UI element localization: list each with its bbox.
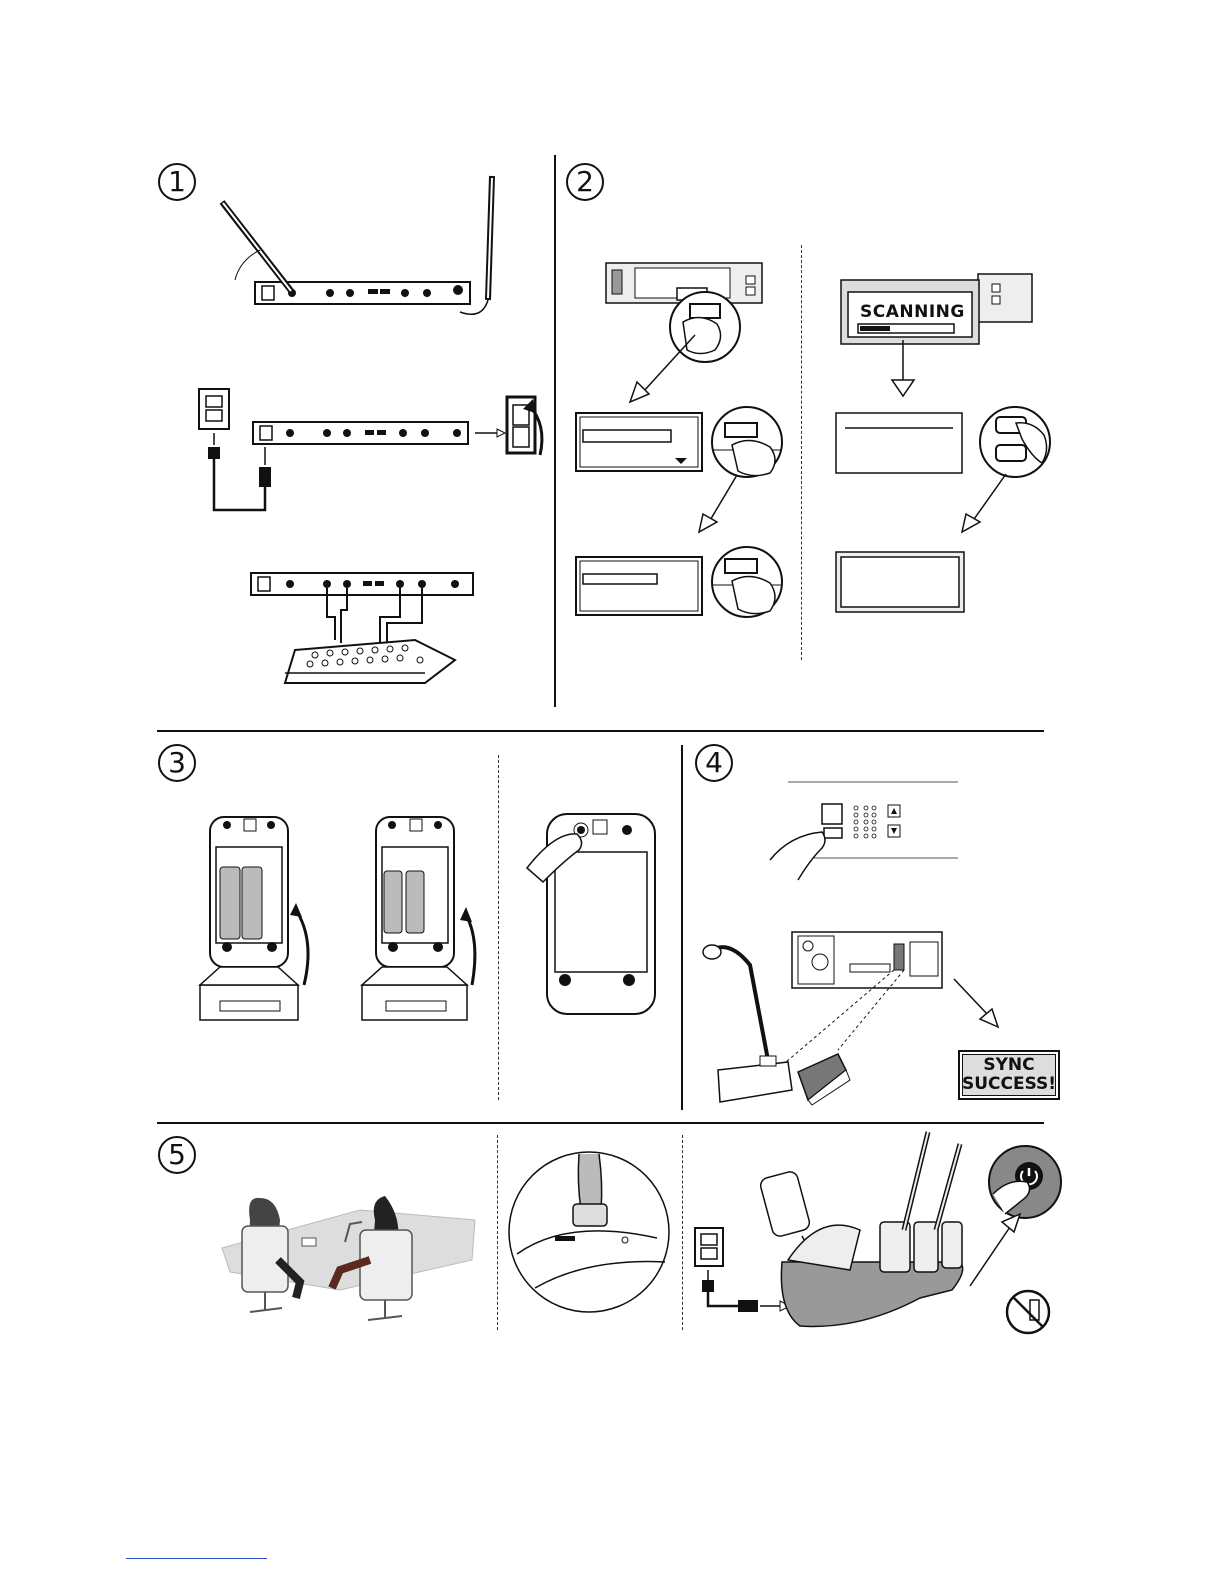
arrow-down-right-sync xyxy=(950,975,1010,1035)
menu-screen-1 xyxy=(575,412,705,474)
no-battery-icon xyxy=(1004,1288,1052,1336)
receiver-antenna-illustration xyxy=(220,170,520,320)
step-number-2: 2 xyxy=(566,163,604,201)
menu-screen-2 xyxy=(575,556,705,618)
divider-horizontal-2 xyxy=(157,1122,1044,1124)
arrow-down-left-3 xyxy=(958,470,1013,540)
button-press-circle-2 xyxy=(710,545,785,620)
transmitter-battery-install-2 xyxy=(362,815,487,1025)
transmitter-battery-install-1 xyxy=(200,815,310,1025)
receiver-to-mixer-illustration xyxy=(245,565,485,695)
power-connection-illustration xyxy=(195,385,555,515)
step-number-5: 5 xyxy=(158,1136,196,1174)
meeting-illustration xyxy=(220,1190,480,1330)
step-number-4: 4 xyxy=(695,744,733,782)
divider-dashed-step3 xyxy=(498,755,499,1100)
divider-vertical-mid xyxy=(681,745,683,1110)
charger-illustration xyxy=(690,1130,980,1340)
step-number-3: 3 xyxy=(158,744,196,782)
arrow-up-right-power xyxy=(966,1210,1026,1290)
sync-success-line2: SUCCESS! xyxy=(960,1075,1058,1093)
divider-dashed-step2 xyxy=(801,245,802,660)
result-screen-2 xyxy=(835,551,967,615)
button-press-circle-3 xyxy=(978,405,1053,480)
button-press-circle-1 xyxy=(710,405,785,480)
divider-dashed-step5b xyxy=(682,1135,683,1330)
step-number-1: 1 xyxy=(158,163,196,201)
sync-success-line1: SYNC xyxy=(960,1056,1058,1074)
sync-success-screen: SYNC SUCCESS! xyxy=(958,1050,1060,1100)
result-screen-1 xyxy=(835,412,965,476)
arrow-down-left-1 xyxy=(625,330,705,410)
transmitter-power-press xyxy=(525,812,660,1022)
footer-link-underline xyxy=(126,1558,267,1559)
microphone-base-closeup xyxy=(507,1138,672,1328)
scanning-label: SCANNING xyxy=(860,302,965,322)
divider-dashed-step5a xyxy=(497,1135,498,1330)
arrow-down-scan xyxy=(888,338,918,400)
sync-button-panel xyxy=(770,780,960,885)
ir-sync-illustration xyxy=(700,930,950,1105)
arrow-down-left-2 xyxy=(695,470,745,540)
divider-horizontal-1 xyxy=(157,730,1044,732)
